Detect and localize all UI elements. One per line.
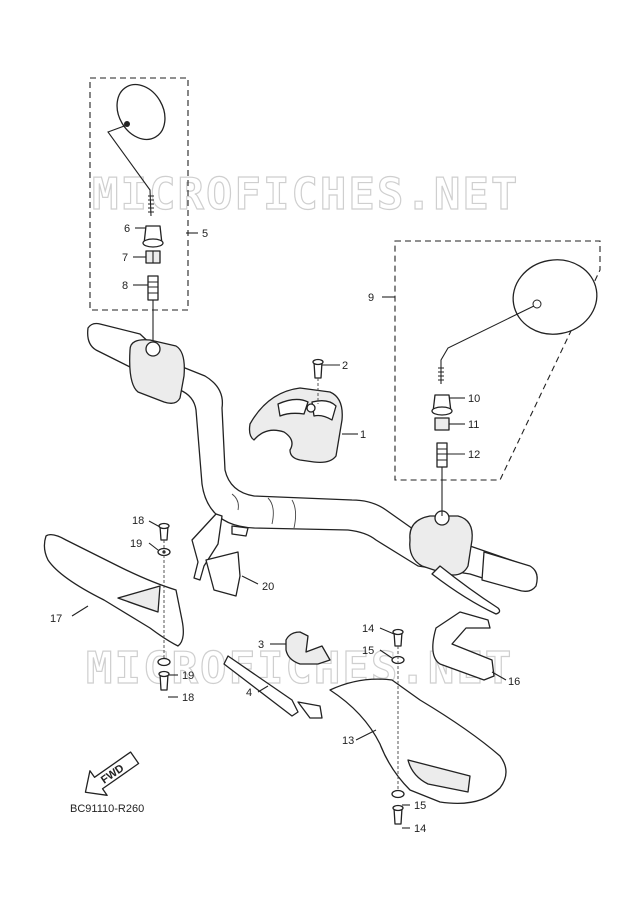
callout-8: 8 [122, 280, 128, 292]
bracket-20-tab [231, 525, 249, 537]
left-mirror-mount [145, 341, 161, 357]
part-12-adapter [436, 442, 448, 468]
left-switch-housing [129, 339, 185, 404]
screw-2-head [312, 358, 324, 366]
left-mirror-thread [148, 195, 154, 213]
right-throttle-housing [409, 515, 473, 576]
watermark-top: MICROFICHES.NET [92, 169, 519, 220]
leader-20 [241, 575, 259, 585]
leader-18-upper [148, 520, 161, 528]
left-mirror-pivot [124, 121, 130, 127]
leader-13 [355, 729, 377, 741]
callout-3: 3 [258, 639, 264, 651]
bolt-14-upper-head [392, 628, 404, 636]
callout-11: 11 [468, 419, 479, 431]
fwd-arrow-icon [84, 751, 140, 796]
handlebar-grip-marks [231, 493, 297, 529]
right-grip [481, 551, 538, 592]
switch-part-3 [285, 631, 331, 665]
left-mirror-head [116, 83, 166, 141]
left-handguard-vent [117, 585, 161, 613]
left-handguard [43, 534, 184, 647]
leader-19-upper [148, 542, 159, 551]
cable-tie-part-4 [223, 655, 299, 717]
callout-4: 4 [246, 687, 252, 699]
callout-9: 9 [368, 292, 374, 304]
bracket-part-20 [191, 513, 259, 597]
part-12-thread [437, 448, 447, 461]
callout-6: 6 [124, 223, 130, 235]
right-mirror-pivot [532, 299, 542, 309]
callout-10: 10 [468, 393, 480, 405]
callout-15-lower: 15 [414, 800, 426, 812]
callout-5: 5 [202, 228, 208, 240]
bolt-18-upper-head [158, 522, 170, 530]
bracket-20-plate [205, 551, 241, 597]
callout-18-upper: 18 [132, 515, 144, 527]
leader-14-upper [379, 627, 395, 635]
diagram-code: BC91110-R260 [70, 803, 144, 815]
part-6-base [142, 238, 164, 248]
fwd-direction-indicator: FWD [84, 751, 140, 796]
callout-12: 12 [468, 449, 480, 461]
callout-17: 17 [50, 613, 62, 625]
right-mirror-assembly [382, 240, 601, 516]
left-mirror-assembly [89, 77, 198, 345]
washer-15-lower [391, 789, 405, 799]
right-handguard [329, 678, 507, 805]
holder-slot-left [277, 398, 309, 417]
left-mirror-group-box [89, 77, 189, 311]
part-8-adapter [147, 275, 159, 301]
leader-4 [257, 685, 269, 693]
left-mirror-stem [107, 124, 152, 217]
washer-19-lower [157, 657, 171, 667]
right-handguard-vent [407, 759, 471, 793]
bracket-part-16 [432, 611, 495, 681]
callout-1: 1 [360, 429, 366, 441]
holder-slot-right [311, 400, 337, 421]
part-8-thread [148, 281, 158, 294]
holder-part-1 [248, 358, 358, 464]
right-handguard-assembly [329, 611, 507, 829]
holder-hole [306, 403, 316, 413]
callout-19-upper: 19 [130, 538, 142, 550]
right-mirror-thread [438, 367, 444, 381]
callout-13: 13 [342, 735, 354, 747]
leader-17 [71, 605, 89, 617]
callout-16: 16 [508, 676, 520, 688]
bolt-18-lower-head [158, 670, 170, 678]
leader-15-upper [379, 649, 393, 659]
callout-20: 20 [262, 581, 274, 593]
right-mirror-group-box [394, 240, 601, 481]
cable-tie-head [297, 701, 323, 719]
callout-18-lower: 18 [182, 692, 194, 704]
part-10-base [431, 406, 453, 416]
callout-15-upper: 15 [362, 645, 374, 657]
bracket-20-arm [191, 513, 223, 581]
right-mirror-head [512, 259, 598, 335]
callout-14-lower: 14 [414, 823, 426, 835]
switch-and-band [223, 631, 331, 719]
part-11-nut [434, 417, 450, 431]
left-handguard-assembly [43, 520, 184, 698]
bolt-14-lower-head [392, 804, 404, 812]
handlebar [87, 322, 538, 615]
callout-14-upper: 14 [362, 623, 374, 635]
leader-16 [491, 671, 507, 681]
brake-lever [431, 565, 501, 615]
callout-7: 7 [122, 252, 128, 264]
callout-2: 2 [342, 360, 348, 372]
callout-19-lower: 19 [182, 670, 194, 682]
